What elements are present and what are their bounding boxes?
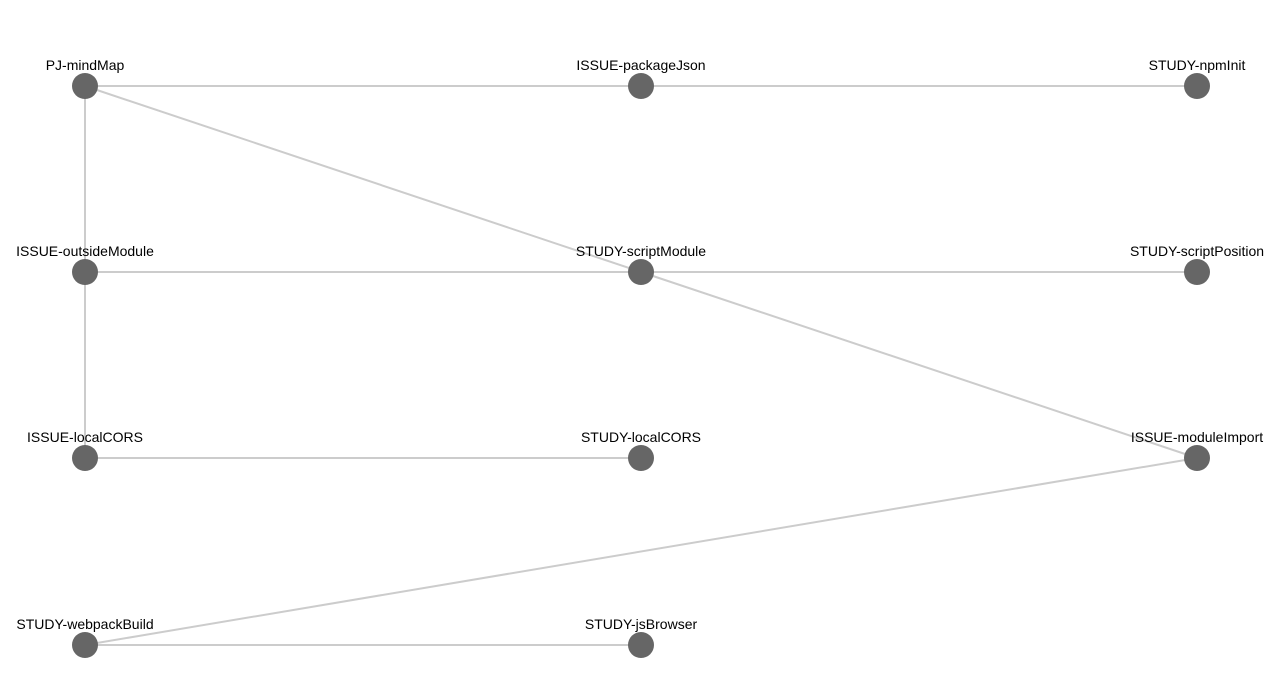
graph-node-label-STUDY-localCORS: STUDY-localCORS <box>581 429 701 445</box>
graph-node-group-STUDY-webpackBuild: STUDY-webpackBuild <box>16 616 154 658</box>
graph-node-label-STUDY-scriptPosition: STUDY-scriptPosition <box>1130 243 1264 259</box>
graph-node-group-STUDY-npmInit: STUDY-npmInit <box>1149 57 1246 99</box>
graph-node-STUDY-jsBrowser[interactable] <box>628 632 654 658</box>
graph-node-group-PJ-mindMap: PJ-mindMap <box>46 57 125 99</box>
graph-node-group-STUDY-scriptPosition: STUDY-scriptPosition <box>1130 243 1264 285</box>
graph-node-ISSUE-outsideModule[interactable] <box>72 259 98 285</box>
graph-node-group-ISSUE-moduleImport: ISSUE-moduleImport <box>1131 429 1263 471</box>
graph-node-ISSUE-moduleImport[interactable] <box>1184 445 1210 471</box>
graph-node-group-ISSUE-packageJson: ISSUE-packageJson <box>576 57 706 99</box>
graph-node-STUDY-localCORS[interactable] <box>628 445 654 471</box>
graph-edge-STUDY-scriptModule--ISSUE-moduleImport <box>640 271 1198 459</box>
graph-node-label-ISSUE-packageJson: ISSUE-packageJson <box>576 57 705 73</box>
graph-node-label-ISSUE-outsideModule: ISSUE-outsideModule <box>16 243 154 259</box>
graph-edge-STUDY-webpackBuild--ISSUE-moduleImport <box>84 457 1198 646</box>
graph-node-group-ISSUE-outsideModule: ISSUE-outsideModule <box>16 243 154 285</box>
graph-node-label-STUDY-webpackBuild: STUDY-webpackBuild <box>16 616 153 632</box>
graph-node-group-STUDY-scriptModule: STUDY-scriptModule <box>576 243 706 285</box>
graph-node-label-STUDY-jsBrowser: STUDY-jsBrowser <box>585 616 698 632</box>
graph-node-group-STUDY-jsBrowser: STUDY-jsBrowser <box>585 616 698 658</box>
graph-node-STUDY-scriptPosition[interactable] <box>1184 259 1210 285</box>
graph-node-PJ-mindMap[interactable] <box>72 73 98 99</box>
graph-node-label-PJ-mindMap: PJ-mindMap <box>46 57 125 73</box>
graph-node-STUDY-scriptModule[interactable] <box>628 259 654 285</box>
graph-node-label-ISSUE-moduleImport: ISSUE-moduleImport <box>1131 429 1263 445</box>
graph-node-label-STUDY-scriptModule: STUDY-scriptModule <box>576 243 706 259</box>
graph-node-label-STUDY-npmInit: STUDY-npmInit <box>1149 57 1246 73</box>
graph-node-label-ISSUE-localCORS: ISSUE-localCORS <box>27 429 143 445</box>
graph-node-group-STUDY-localCORS: STUDY-localCORS <box>581 429 701 471</box>
graph-node-STUDY-webpackBuild[interactable] <box>72 632 98 658</box>
graph-node-ISSUE-localCORS[interactable] <box>72 445 98 471</box>
graph-node-ISSUE-packageJson[interactable] <box>628 73 654 99</box>
graph-edge-PJ-mindMap--STUDY-scriptModule <box>84 85 642 273</box>
graph-node-group-ISSUE-localCORS: ISSUE-localCORS <box>27 429 143 471</box>
graph-node-STUDY-npmInit[interactable] <box>1184 73 1210 99</box>
